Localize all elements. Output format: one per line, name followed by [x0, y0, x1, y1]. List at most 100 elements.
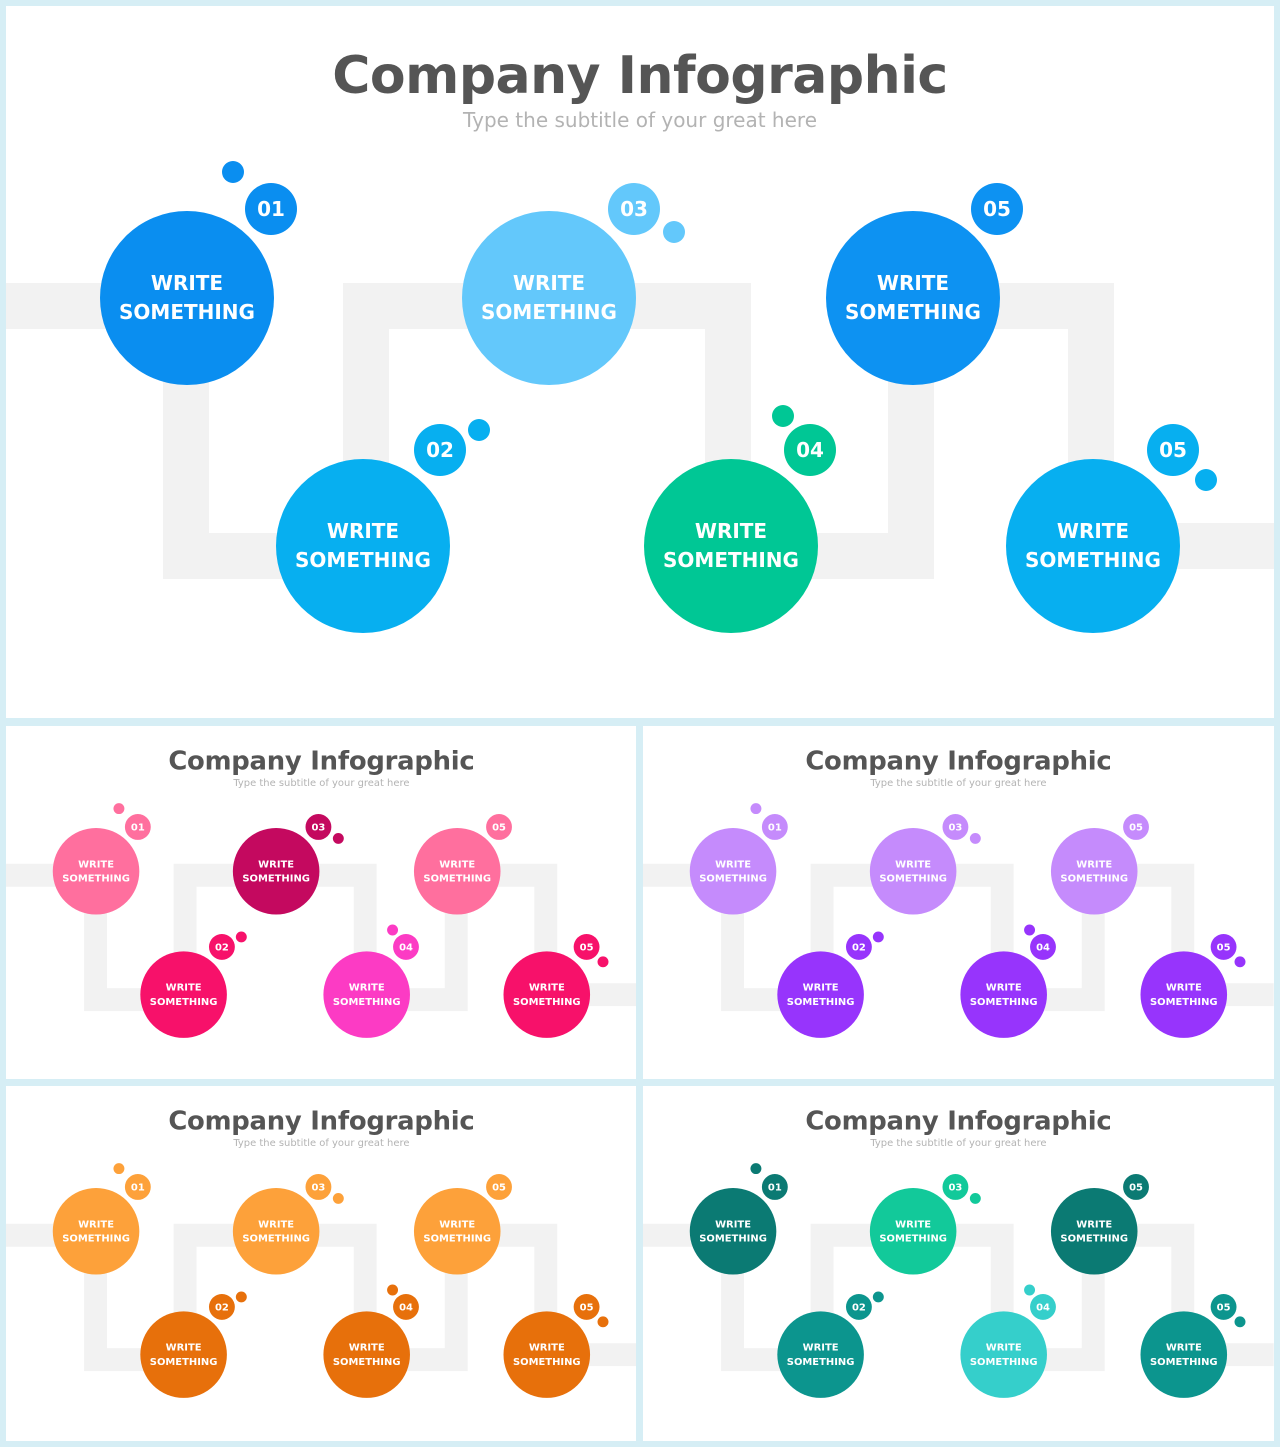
step-text-line1: WRITE: [528, 981, 565, 994]
step-number-badge: 01: [761, 1174, 788, 1200]
step-number-badge: 05: [971, 183, 1023, 235]
decor-dot: [1024, 1284, 1036, 1296]
step-number-badge: 01: [124, 814, 151, 840]
step-text-line2: SOMETHING: [879, 872, 947, 885]
step-number-badge: 05: [1210, 933, 1237, 960]
step-text-line2: SOMETHING: [1149, 1355, 1218, 1368]
step-text-line2: SOMETHING: [242, 1232, 310, 1245]
step-text-line2: SOMETHING: [786, 1355, 855, 1368]
decor-dot: [387, 924, 399, 936]
step-text-line2: SOMETHING: [332, 1355, 401, 1368]
step-number-badge: 03: [942, 1174, 969, 1200]
step-number-badge: 02: [208, 1293, 235, 1320]
decor-dot: [969, 832, 981, 844]
step-text-line1: WRITE: [78, 857, 115, 870]
step-text-line1: WRITE: [876, 271, 950, 295]
connector-path: [643, 1223, 1274, 1372]
decor-dot: [113, 803, 125, 815]
slide-subtitle: Type the subtitle of your great here: [463, 108, 817, 132]
decor-dot: [332, 1192, 344, 1204]
decor-dot: [597, 1316, 609, 1328]
step-text-line1: WRITE: [895, 1217, 932, 1230]
decor-dot: [332, 832, 344, 844]
step-number-badge: 05: [1123, 814, 1149, 840]
step-text-line2: SOMETHING: [879, 1232, 947, 1245]
step-text-line2: SOMETHING: [512, 995, 581, 1008]
slide-title: Company Infographic: [168, 1105, 475, 1136]
step-number-badge: 02: [845, 1293, 872, 1320]
step-number-badge: 02: [208, 933, 235, 960]
step-text-line2: SOMETHING: [663, 548, 799, 572]
step-circle: WRITE SOMETHING: [52, 1187, 140, 1275]
decor-dot: [772, 405, 794, 427]
slide-subtitle: Type the subtitle of your great here: [870, 1136, 1047, 1149]
decor-dot: [222, 161, 244, 183]
step-number-badge: 01: [245, 183, 297, 235]
decor-dot: [750, 1163, 762, 1175]
step-text-line2: SOMETHING: [1025, 548, 1161, 572]
step-text-line2: SOMETHING: [423, 872, 492, 885]
step-text-line1: WRITE: [1076, 857, 1113, 870]
stage: Company Infographic Type the subtitle of…: [643, 726, 1274, 1079]
step-text-line2: SOMETHING: [295, 548, 431, 572]
slide-subtitle: Type the subtitle of your great here: [870, 776, 1047, 789]
step-circle: WRITE SOMETHING: [413, 1187, 501, 1275]
step-text-line1: WRITE: [1165, 981, 1202, 994]
decor-dot: [235, 1291, 247, 1303]
stage: Company Infographic Type the subtitle of…: [6, 1086, 636, 1440]
slide-subtitle: Type the subtitle of your great here: [233, 1136, 410, 1149]
step-text-line1: WRITE: [326, 519, 400, 543]
step-number-badge: 04: [1030, 933, 1056, 960]
step-circle: WRITE SOMETHING: [276, 459, 450, 633]
decor-dot: [597, 956, 609, 968]
step-number-badge: 05: [573, 1293, 600, 1320]
step-text-line1: WRITE: [1056, 519, 1130, 543]
step-text-line1: WRITE: [78, 1217, 115, 1230]
step-text-line2: SOMETHING: [845, 300, 981, 324]
decor-dot: [663, 221, 685, 243]
step-text-line2: SOMETHING: [699, 1232, 767, 1245]
step-number-badge: 05: [1210, 1293, 1237, 1320]
step-text-line1: WRITE: [439, 1217, 476, 1230]
step-number-badge: 03: [942, 814, 969, 840]
stage: Company Infographic Type the subtitle of…: [6, 6, 1274, 718]
step-text-line2: SOMETHING: [512, 1355, 581, 1368]
step-text-line2: SOMETHING: [1149, 995, 1218, 1008]
decor-dot: [1195, 469, 1217, 491]
step-number-badge: 01: [124, 1174, 151, 1200]
step-text-line2: SOMETHING: [699, 872, 767, 885]
slide-main: Company Infographic Type the subtitle of…: [6, 6, 1274, 718]
step-number-badge: 05: [486, 814, 512, 840]
step-text-line2: SOMETHING: [1060, 1232, 1129, 1245]
decor-dot: [468, 419, 490, 441]
decor-dot: [872, 1291, 884, 1303]
step-text-line1: WRITE: [1165, 1341, 1202, 1354]
slide-purple-variant: Company Infographic Type the subtitle of…: [643, 726, 1274, 1079]
step-number-badge: 03: [608, 183, 660, 235]
slide-subtitle: Type the subtitle of your great here: [233, 776, 410, 789]
step-circle: WRITE SOMETHING: [1050, 1187, 1138, 1275]
step-text-line2: SOMETHING: [423, 1232, 492, 1245]
decor-dot: [872, 931, 884, 943]
step-number-badge: 05: [486, 1174, 512, 1200]
step-number-badge: 04: [784, 424, 836, 476]
step-text-line1: WRITE: [1076, 1217, 1113, 1230]
slide-pink-variant: Company Infographic Type the subtitle of…: [6, 726, 636, 1079]
step-text-line2: SOMETHING: [62, 1232, 130, 1245]
step-text-line2: SOMETHING: [332, 995, 401, 1008]
